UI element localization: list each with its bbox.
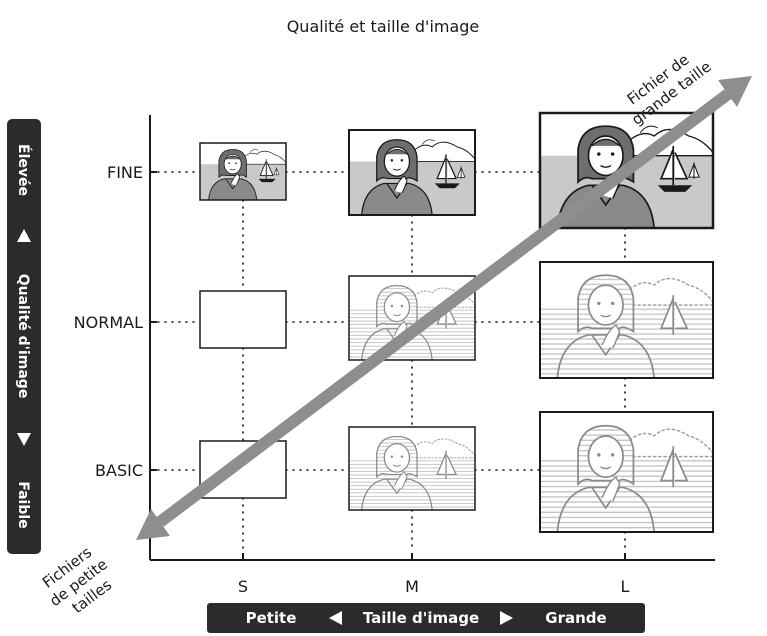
arrow-up-icon [17,229,31,242]
cell-fine-l [538,111,715,230]
quality-axis-pill: Élevée Qualité d'image Faible [7,119,41,554]
cell-basic-l [539,411,714,533]
size-l: L [621,577,630,596]
size-axis-pill: Petite Taille d'image Grande [207,603,645,633]
size-s: S [238,577,248,596]
arrow-left-icon [329,611,342,625]
cell-fine-m [348,129,476,216]
cell-normal-m [348,275,476,361]
level-basic: BASIC [95,461,143,480]
small-file-label: Fichiers de petite tailles [35,537,126,625]
size-small-label: Petite [246,609,297,627]
cell-normal-s [199,290,287,349]
cell-normal-l [539,261,714,379]
size-axis-label: Taille d'image [363,609,479,627]
diagram-title: Qualité et taille d'image [287,17,480,36]
quality-low-label: Faible [15,481,31,528]
arrow-down-icon [17,433,31,446]
level-fine: FINE [107,163,143,182]
level-normal: NORMAL [74,313,143,332]
cell-basic-m [348,426,476,511]
size-large-label: Grande [545,609,606,627]
cell-fine-s [199,142,287,201]
arrow-right-icon [500,611,513,625]
size-m: M [405,577,419,596]
quality-high-label: Élevée [15,144,32,196]
guide-lines [157,171,626,553]
file-size-arrow [136,76,752,540]
quality-axis-label: Qualité d'image [15,274,31,399]
